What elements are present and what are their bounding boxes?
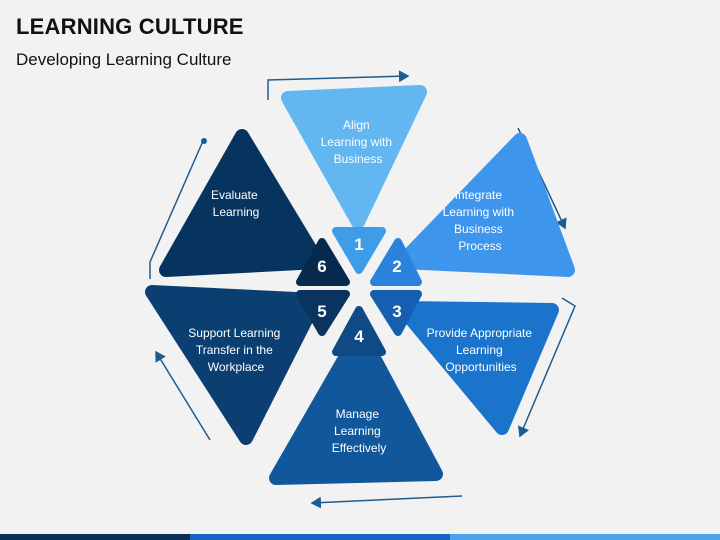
step-label-1: Align Learning with Business	[321, 118, 396, 166]
petal-1	[281, 85, 427, 229]
petal-6	[159, 129, 325, 277]
petal-5	[145, 285, 323, 445]
step-label-4: Manage Learning Effectively	[332, 407, 386, 455]
step-label-5: Support Learning Transfer in the Workpla…	[188, 326, 283, 374]
step-number-6: 6	[317, 257, 326, 276]
step-number-2: 2	[392, 257, 401, 276]
cycle-outline	[149, 70, 576, 509]
cycle-arrow-top	[267, 70, 410, 100]
step-number-1: 1	[354, 235, 363, 254]
cycle-start-dot	[201, 138, 207, 144]
footer-segment	[0, 534, 190, 540]
petal-3	[395, 301, 559, 435]
tab-3	[370, 290, 422, 336]
cycle-arrow-left-lower	[155, 350, 211, 441]
page-title: LEARNING CULTURE	[16, 14, 244, 39]
step-label-3: Provide Appropriate Learning Opportuniti…	[427, 326, 536, 374]
tab-1	[332, 227, 386, 274]
cycle-arrow-bottom	[310, 495, 463, 509]
tab-5	[296, 290, 350, 336]
tab-4	[332, 306, 386, 356]
step-label-6: Evaluate Learning	[211, 188, 261, 219]
cycle-arrow-left-upper	[149, 140, 204, 279]
tab-6	[296, 238, 350, 286]
page-subtitle: Developing Learning Culture	[16, 50, 232, 69]
step-number-4: 4	[354, 327, 364, 346]
tab-2	[370, 238, 422, 286]
petal-4	[269, 325, 443, 485]
petal-2	[395, 133, 575, 277]
footer-bar	[0, 534, 720, 540]
step-number-5: 5	[317, 302, 326, 321]
step-label-2: Integrate Learning with Business Process	[443, 188, 518, 253]
cycle-arrow-right-lower	[517, 297, 576, 438]
step-number-3: 3	[392, 302, 401, 321]
footer-segment	[450, 534, 720, 540]
footer-segment	[190, 534, 450, 540]
